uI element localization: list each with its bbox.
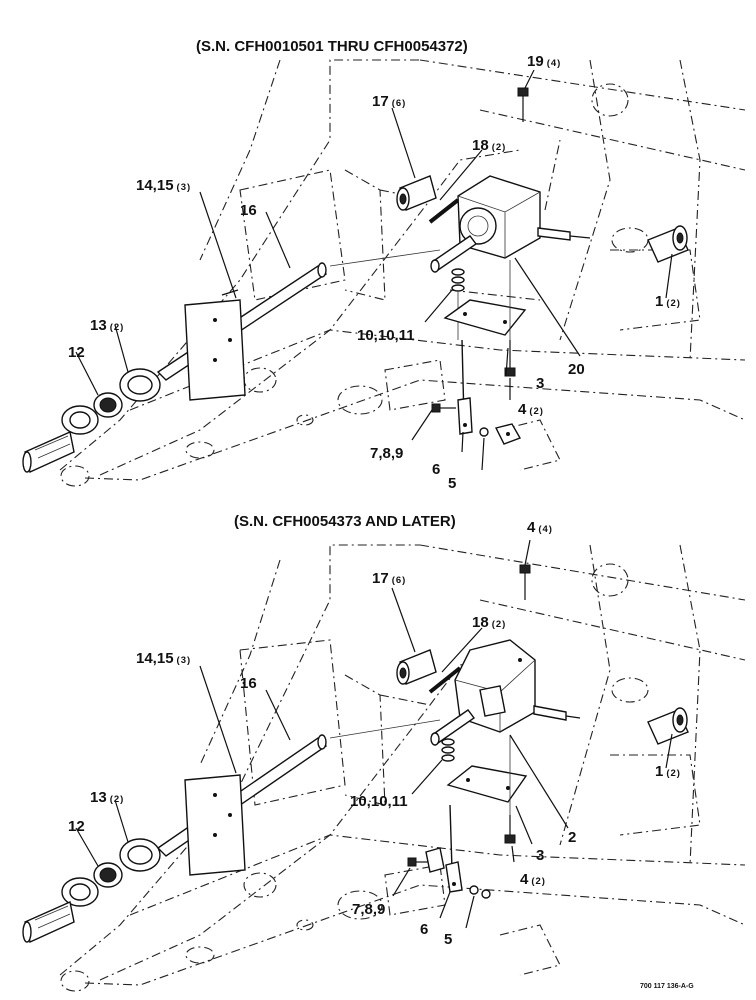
bolt-4 — [504, 260, 516, 377]
callout-13: 13(2) — [90, 789, 124, 806]
callout-17: 17(6) — [372, 570, 406, 587]
bearing-bracket — [184, 289, 246, 401]
flange-bearing-assembly — [22, 368, 161, 473]
callout-12: 12 — [68, 818, 85, 835]
callout-18: 18(2) — [472, 614, 506, 631]
bolt-7-8-9-b — [407, 857, 428, 867]
washers-10-11-b — [441, 738, 455, 762]
callout-2: 2 — [568, 829, 576, 846]
gearbox-2 — [430, 639, 581, 746]
callout-4: 4(2) — [520, 871, 546, 888]
bushing-1-b — [647, 707, 689, 745]
bottom-view: (S.N. CFH0054373 AND LATER) — [22, 513, 746, 992]
nut-5-clevis — [479, 423, 522, 445]
bushing-1 — [647, 225, 689, 263]
callout-13: 13(2) — [90, 317, 124, 334]
callout-1: 1(2) — [655, 763, 681, 780]
top-leaders — [75, 69, 673, 471]
bottom-frame-outline — [59, 544, 746, 992]
adjusting-rod-6-b — [425, 804, 463, 893]
hub-17 — [396, 175, 437, 211]
bolt-4-b — [504, 735, 516, 844]
plate-3 — [443, 299, 527, 336]
callout-4-top: 4(4) — [527, 519, 553, 536]
callout-14-15: 14,15(3) — [136, 650, 191, 667]
key-18 — [428, 198, 460, 224]
top-frame-outline — [59, 59, 746, 487]
nut-5-b — [469, 885, 491, 899]
bottom-view-title: (S.N. CFH0054373 AND LATER) — [234, 513, 456, 530]
callout-12: 12 — [68, 344, 85, 361]
adjusting-rod-6 — [457, 339, 473, 435]
callout-6: 6 — [420, 921, 428, 938]
callout-14-15: 14,15(3) — [136, 177, 191, 194]
callout-4: 4(2) — [518, 401, 544, 418]
hub-17-b — [396, 649, 437, 685]
top-view: (S.N. CFH0010501 THRU CFH0054372) — [22, 38, 746, 492]
callout-3: 3 — [536, 847, 544, 864]
callout-5: 5 — [448, 475, 456, 492]
bottom-leaders — [75, 539, 673, 929]
washers-10-11 — [451, 268, 465, 340]
callout-17: 17(6) — [372, 93, 406, 110]
bolt-4-top-b — [519, 564, 531, 600]
callout-7-8-9: 7,8,9 — [352, 901, 385, 918]
callout-7-8-9: 7,8,9 — [370, 445, 403, 462]
callout-10-10-11: 10,10,11 — [357, 327, 415, 344]
callout-16: 16 — [240, 675, 257, 692]
plate-3-b — [446, 765, 528, 803]
bearing-bracket-b — [184, 774, 246, 876]
key-18-b — [428, 666, 462, 694]
flange-bearing-assembly-b — [22, 838, 161, 943]
gearbox-20 — [430, 175, 591, 273]
callout-6: 6 — [432, 461, 440, 478]
callout-3: 3 — [536, 375, 544, 392]
callout-10-10-11: 10,10,11 — [350, 793, 408, 810]
callout-20: 20 — [568, 361, 585, 378]
callout-16: 16 — [240, 202, 257, 219]
figure-reference: 700 117 136-A-G — [640, 983, 694, 990]
bolt-19 — [517, 87, 529, 122]
callout-1: 1(2) — [655, 293, 681, 310]
top-view-title: (S.N. CFH0010501 THRU CFH0054372) — [196, 38, 468, 55]
bolt-7-8-9 — [431, 403, 456, 413]
callout-19: 19(4) — [527, 53, 561, 70]
callout-5: 5 — [444, 931, 452, 948]
callout-18: 18(2) — [472, 137, 506, 154]
